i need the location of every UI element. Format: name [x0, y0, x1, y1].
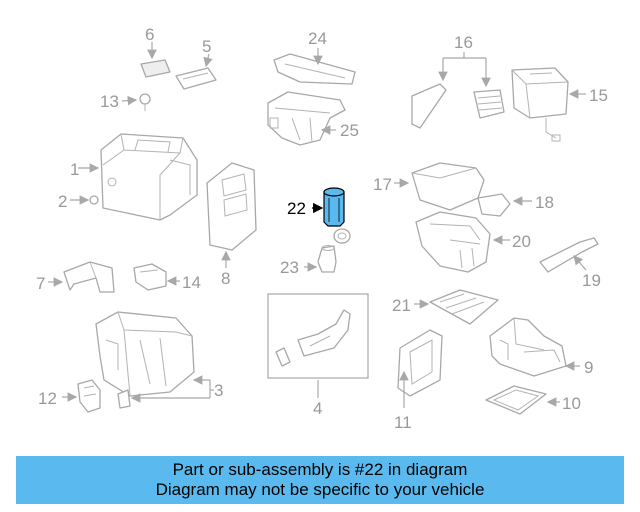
callout-14: 14: [182, 273, 201, 292]
part-8: 8: [206, 162, 257, 288]
part-12: 12: [38, 379, 101, 413]
callout-22: 22: [287, 199, 306, 218]
callout-7: 7: [36, 274, 45, 293]
part-9: 9: [489, 317, 593, 377]
part-10: 10: [485, 385, 581, 415]
part-20: 20: [415, 211, 531, 273]
part-11: 11: [394, 329, 443, 432]
part-17: 17: [373, 162, 485, 211]
part-5: 5: [175, 37, 217, 90]
callout-9: 9: [584, 358, 593, 377]
part-14: 14: [133, 263, 201, 292]
callout-11: 11: [394, 413, 412, 432]
callout-4: 4: [313, 399, 322, 418]
callout-19: 19: [582, 271, 601, 290]
callout-5: 5: [202, 37, 211, 56]
callout-20: 20: [512, 232, 531, 251]
part-19: 19: [539, 237, 601, 290]
part-1: 1: [70, 133, 198, 221]
parts-diagram: 6 5 13 1 2 8: [36, 25, 608, 432]
callout-24: 24: [308, 29, 327, 48]
callout-25: 25: [340, 121, 359, 140]
part-16: 16: [411, 33, 505, 129]
part-4: 4: [267, 293, 369, 418]
callout-8: 8: [221, 269, 230, 288]
part-25: 25: [267, 91, 359, 146]
callout-12: 12: [38, 389, 57, 408]
callout-18: 18: [535, 193, 554, 212]
part-24: 24: [273, 29, 356, 85]
part-22: 22: [287, 187, 345, 227]
part-23: 23: [280, 228, 351, 277]
part-13: 13: [100, 92, 151, 111]
callout-1: 1: [70, 160, 79, 179]
callout-17: 17: [373, 175, 392, 194]
callout-15: 15: [589, 86, 608, 105]
callout-23: 23: [280, 258, 299, 277]
part-7: 7: [36, 261, 115, 293]
callout-10: 10: [562, 394, 581, 413]
callout-16: 16: [454, 33, 473, 52]
callout-3: 3: [214, 381, 223, 400]
callout-21: 21: [392, 296, 411, 315]
part-3: 3: [95, 311, 223, 409]
callout-13: 13: [100, 92, 119, 111]
part-15: 15: [511, 67, 608, 142]
part-18: 18: [477, 193, 554, 217]
banner-line-1: Part or sub-assembly is #22 in diagram: [172, 460, 468, 479]
banner-line-2: Diagram may not be specific to your vehi…: [155, 480, 485, 499]
part-6: 6: [140, 25, 171, 78]
part-2: 2: [58, 192, 99, 211]
callout-6: 6: [145, 25, 154, 44]
part-21: 21: [392, 289, 499, 325]
info-banner: Part or sub-assembly is #22 in diagram D…: [16, 456, 624, 504]
callout-2: 2: [58, 192, 67, 211]
